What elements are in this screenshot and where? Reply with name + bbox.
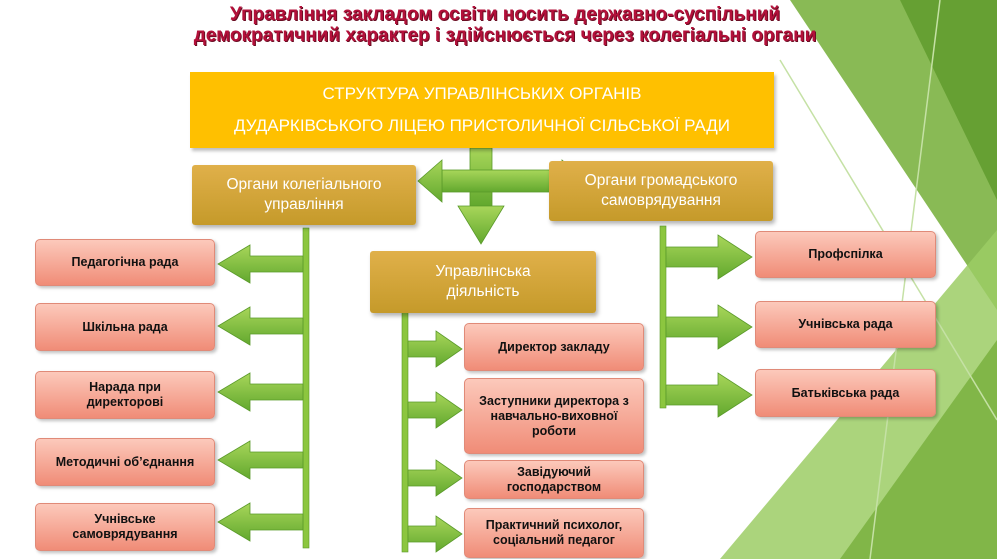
director-box: Директор закладу — [464, 323, 644, 371]
management-activity-box: Управлінська діяльність — [370, 251, 596, 313]
right-arrows — [665, 234, 753, 418]
school-council-box: Шкільна рада — [35, 303, 215, 351]
middle-arrows — [407, 330, 463, 553]
banner-line-2: ДУДАРКІВСЬКОГО ЛІЦЕЮ ПРИСТОЛИЧНОЇ СІЛЬСЬ… — [234, 116, 730, 135]
right-spine — [659, 225, 667, 409]
facility-manager-box: Завідуючий господарством — [464, 460, 644, 499]
methodical-associations-box: Методичні об’єднання — [35, 438, 215, 486]
student-self-government-box: Учнівське самоврядування — [35, 503, 215, 551]
student-council-box: Учнівська рада — [755, 301, 936, 348]
banner-line-1: СТРУКТУРА УПРАВЛІНСЬКИХ ОРГАНІВ — [322, 84, 642, 103]
left-spine — [302, 227, 310, 549]
collegial-management-box: Органи колегіального управління — [192, 165, 416, 225]
pedagogical-council-box: Педагогічна рада — [35, 239, 215, 286]
structure-banner: СТРУКТУРА УПРАВЛІНСЬКИХ ОРГАНІВ ДУДАРКІВ… — [190, 72, 774, 148]
psychologist-box: Практичний психолог, соціальний педагог — [464, 508, 644, 558]
parent-council-box: Батьківська рада — [755, 369, 936, 417]
decor-line — [869, 0, 941, 559]
left-arrows — [217, 244, 304, 542]
director-meeting-box: Нарада при директорові — [35, 371, 215, 419]
decor-triangle-bottom2 — [840, 340, 997, 559]
slide-title: Управління закладом освіти носить держав… — [193, 4, 817, 46]
middle-spine — [401, 311, 409, 553]
trade-union-box: Профспілка — [755, 231, 936, 278]
public-self-government-box: Органи громадського самоврядування — [549, 161, 773, 221]
deputy-directors-box: Заступники директора з навчально-виховно… — [464, 378, 644, 454]
decor-triangle-mid — [900, 0, 997, 200]
